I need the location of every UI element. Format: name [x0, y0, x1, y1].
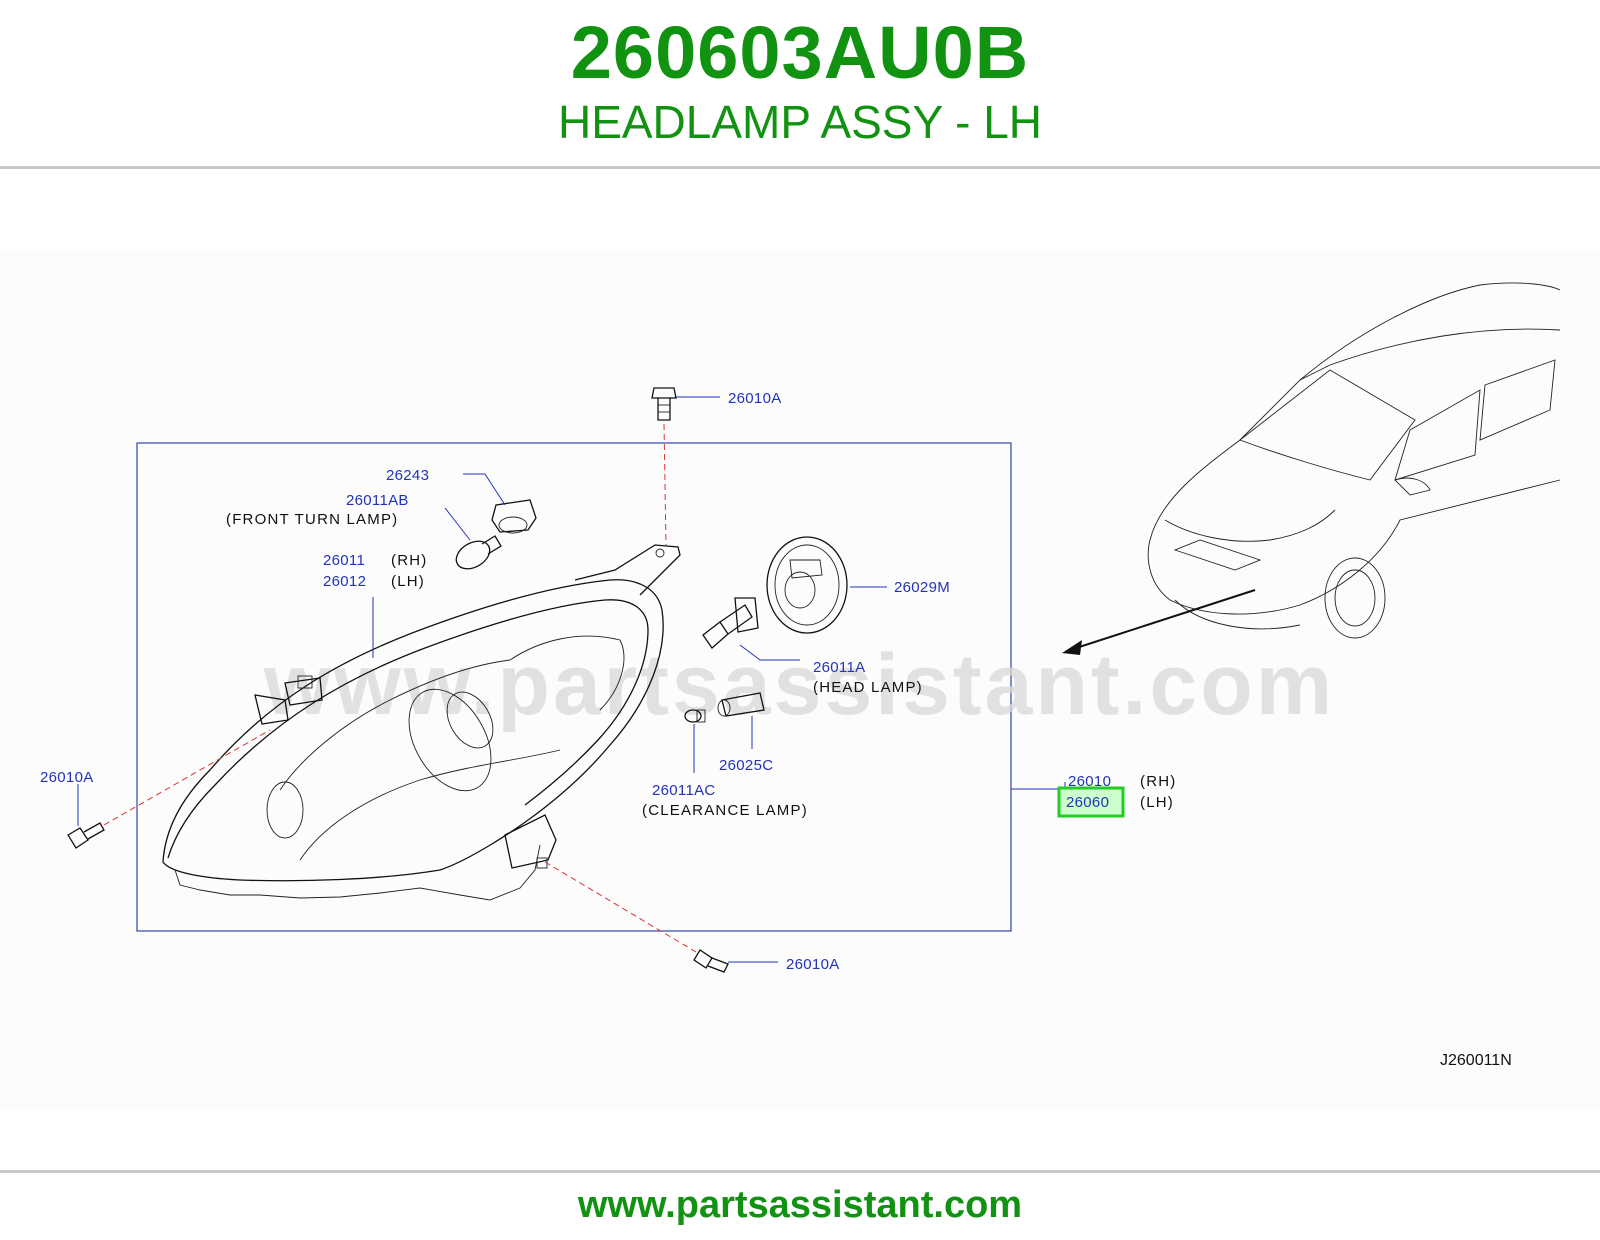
note-front-turn-lamp: (FRONT TURN LAMP)	[226, 511, 398, 528]
bolt-bottom-dashline	[544, 861, 697, 953]
note-head-lamp: (HEAD LAMP)	[813, 679, 923, 696]
clearance-socket-drawing	[717, 692, 765, 717]
turn-lamp-socket-drawing	[491, 499, 537, 534]
selected-part-highlight	[1057, 786, 1125, 818]
head-lamp-bulb-drawing	[702, 597, 800, 661]
bolt-top-dashline	[663, 423, 667, 546]
diagram-reference-code: J260011N	[1440, 1052, 1512, 1069]
cap-drawing	[766, 536, 848, 634]
header-divider	[0, 166, 1600, 169]
bolt-left-drawing	[67, 822, 105, 849]
bolt-top-drawing	[651, 387, 677, 421]
note-clearance-lamp: (CLEARANCE LAMP)	[642, 802, 808, 819]
footer-website-link[interactable]: www.partsassistant.com	[577, 1184, 1023, 1226]
side-lh-assy: (LH)	[1140, 794, 1174, 811]
callout-26011a[interactable]: 26011A	[813, 659, 865, 676]
callout-26010a-bottom[interactable]: 26010A	[786, 956, 840, 973]
callout-26012[interactable]: 26012	[323, 573, 366, 590]
clearance-bulb-drawing	[684, 709, 706, 723]
callout-26010a-left[interactable]: 26010A	[40, 769, 94, 786]
turn-lamp-bulb-drawing	[455, 535, 502, 570]
callout-26010[interactable]: 26010	[1068, 773, 1111, 790]
callout-26011ab[interactable]: 26011AB	[346, 492, 409, 509]
page-header: 260603AU0B HEADLAMP ASSY - LH	[0, 0, 1600, 168]
headlamp-housing-drawing	[162, 544, 681, 901]
watermark-text: www.partsassistant.com	[263, 637, 1335, 733]
callout-26025c[interactable]: 26025C	[719, 757, 773, 774]
callout-26029m[interactable]: 26029M	[894, 579, 950, 596]
part-number-title: 260603AU0B	[570, 11, 1030, 94]
footer-divider	[0, 1170, 1600, 1173]
parts-diagram: www.partsassistant.com	[40, 282, 1561, 1069]
callout-26010a-top[interactable]: 26010A	[728, 390, 782, 407]
vehicle-location-drawing	[1062, 282, 1561, 655]
bolt-bottom-drawing	[693, 949, 729, 973]
part-name-subtitle: HEADLAMP ASSY - LH	[557, 96, 1043, 148]
callout-26243[interactable]: 26243	[386, 467, 429, 484]
side-rh-housing: (RH)	[391, 552, 427, 569]
diagram-background	[0, 250, 1600, 1110]
side-rh-assy: (RH)	[1140, 773, 1176, 790]
callout-26011[interactable]: 26011	[323, 552, 365, 569]
bolt-left-dashline	[103, 729, 271, 826]
callout-26011ac[interactable]: 26011AC	[652, 782, 716, 799]
side-lh-housing: (LH)	[391, 573, 425, 590]
callout-26060[interactable]: 26060	[1066, 794, 1109, 811]
assembly-frame	[136, 442, 1012, 932]
